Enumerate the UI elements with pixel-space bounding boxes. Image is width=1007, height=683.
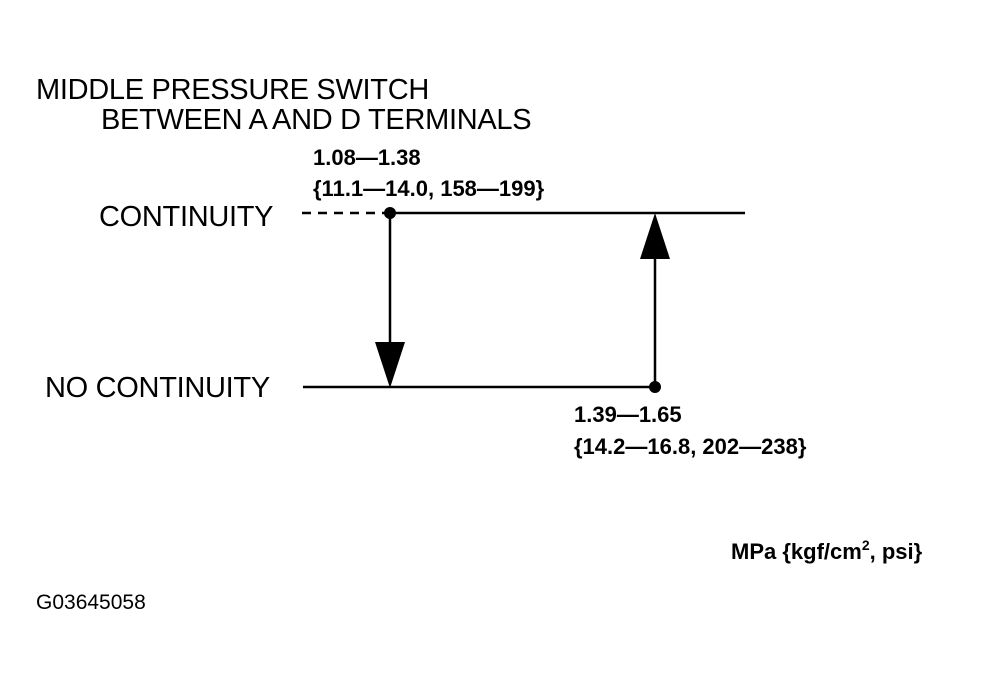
figure-code: G03645058	[36, 591, 146, 614]
diagram-title-line1: MIDDLE PRESSURE SWITCH	[36, 74, 429, 106]
switch-off-point-marker	[384, 207, 396, 219]
up-arrow-icon	[640, 213, 670, 259]
continuity-label: CONTINUITY	[99, 201, 274, 233]
down-arrow-icon	[375, 342, 405, 388]
diagram-title-line2: BETWEEN A AND D TERMINALS	[101, 104, 532, 136]
switch-on-point-marker	[649, 381, 661, 393]
units-suffix: , psi}	[869, 539, 923, 564]
switch-on-pressure-alt: {14.2—16.8, 202—238}	[574, 434, 807, 459]
switch-on-pressure-mpa: 1.39—1.65	[574, 402, 682, 427]
no-continuity-label: NO CONTINUITY	[45, 372, 270, 404]
units-superscript: 2	[861, 537, 870, 553]
units-prefix: MPa {kgf/cm	[731, 539, 862, 564]
units-label: MPa {kgf/cm2, psi}	[731, 538, 922, 563]
switch-off-pressure-alt: {11.1—14.0, 158—199}	[313, 176, 545, 201]
switch-off-pressure-mpa: 1.08—1.38	[313, 145, 421, 170]
